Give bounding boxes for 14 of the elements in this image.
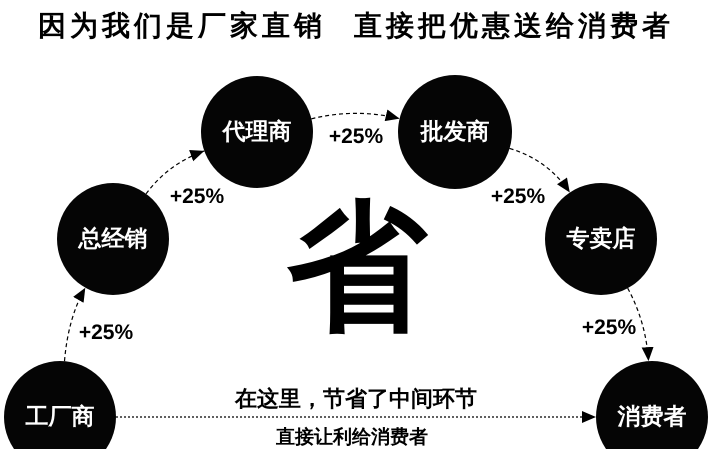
title: 因为我们是厂家直销 直接把优惠送给消费者 [38,8,674,44]
big-character: 省 [287,198,427,338]
dashed-arrow [116,411,596,423]
circle-node: 批发商 [398,75,512,189]
circle-node: 总经销 [57,183,169,295]
note-text: 直接让利给消费者 [276,426,428,448]
dashed-arrow [311,110,400,122]
dashed-arrow [627,288,654,362]
dashed-arrow [146,150,205,194]
edge-label: 在这里，节省了中间环节 [233,388,479,412]
circle-node: 代理商 [201,76,313,188]
dashed-arrow [509,148,570,193]
circle-node: 专卖店 [545,183,657,295]
dashed-arrow [64,287,86,362]
